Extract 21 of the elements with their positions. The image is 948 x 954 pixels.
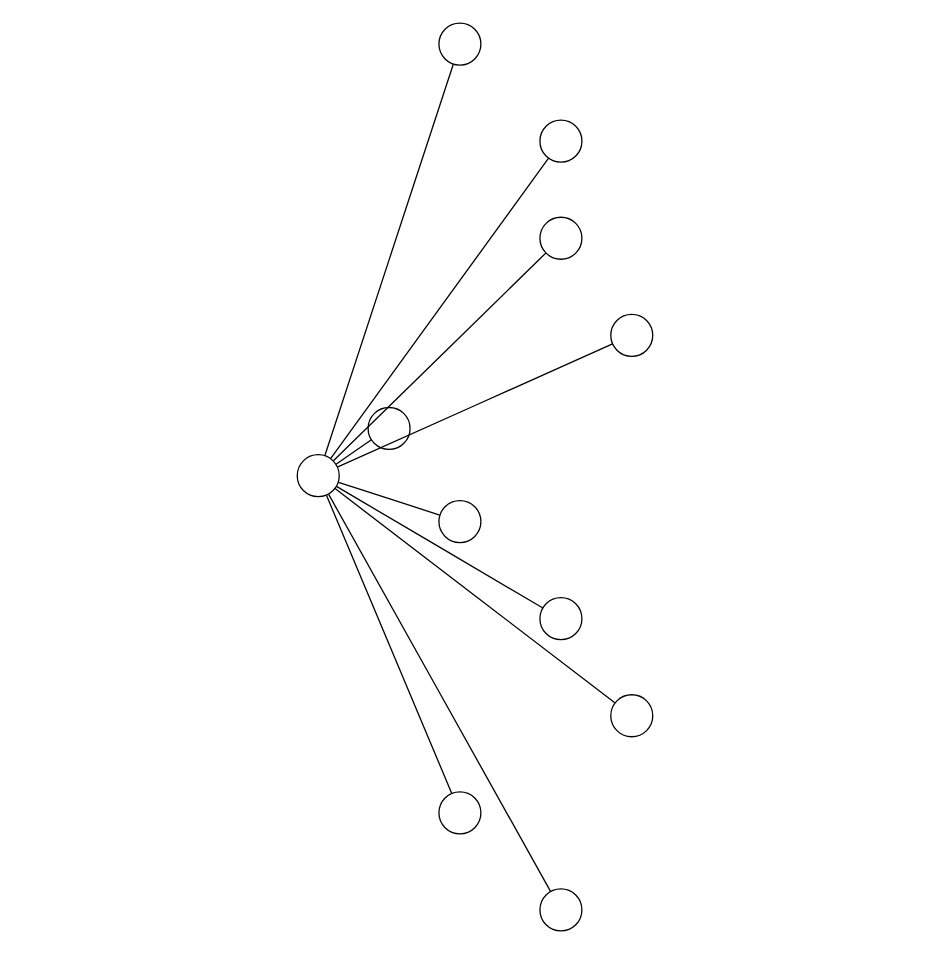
node-circle bbox=[295, 454, 339, 498]
connector bbox=[331, 252, 546, 462]
node-circle bbox=[538, 216, 582, 260]
node-circle bbox=[609, 694, 653, 738]
connector bbox=[327, 493, 551, 892]
connector bbox=[328, 157, 549, 460]
node-circle bbox=[538, 888, 582, 932]
connector bbox=[334, 485, 543, 609]
node-circle bbox=[437, 22, 481, 66]
node-circle bbox=[437, 499, 481, 544]
connector bbox=[323, 63, 453, 457]
connector bbox=[336, 481, 440, 516]
node-circle bbox=[538, 597, 582, 641]
connector bbox=[334, 439, 372, 465]
node-circle bbox=[366, 406, 410, 451]
connector bbox=[336, 343, 613, 468]
node-circle bbox=[437, 791, 481, 835]
connector bbox=[333, 487, 615, 704]
node-circle bbox=[538, 119, 582, 163]
connector bbox=[324, 494, 452, 794]
node-circle bbox=[609, 313, 653, 357]
